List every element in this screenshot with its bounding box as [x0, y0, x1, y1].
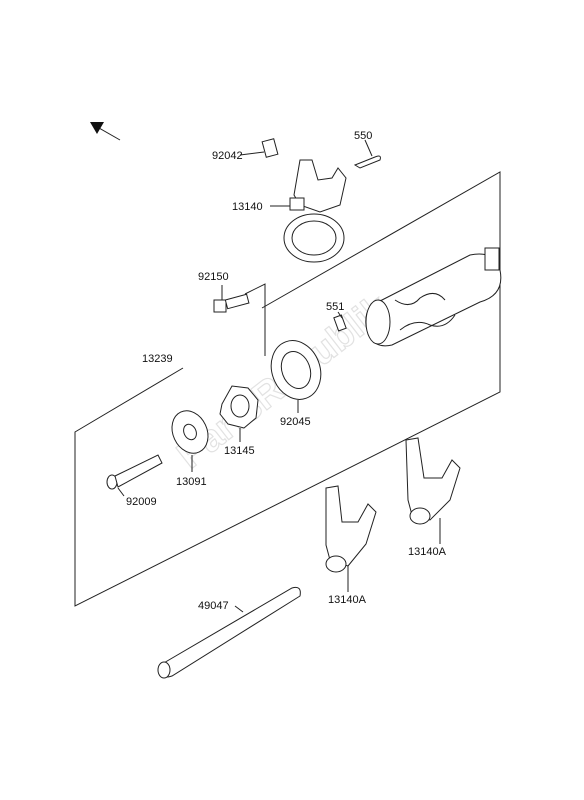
star-plate-13145	[219, 385, 259, 442]
bolt-92150	[213, 285, 250, 313]
front-direction-arrow-icon	[90, 122, 121, 141]
pin-92042	[239, 138, 279, 158]
plate-13091	[171, 410, 209, 472]
shift-fork-13140a-left	[325, 485, 377, 592]
assembly-frame	[74, 171, 501, 607]
bolt-92009	[106, 454, 163, 497]
shift-fork-13140	[270, 159, 347, 263]
label-92045: 92045	[280, 416, 311, 428]
bearing-92045	[270, 340, 322, 413]
shaft-49047	[157, 586, 301, 679]
label-13145: 13145	[224, 445, 255, 457]
label-92042: 92042	[212, 150, 243, 162]
clip-550	[353, 139, 381, 169]
pin-551	[333, 311, 347, 332]
label-13140a-left: 13140A	[328, 594, 367, 606]
label-13140: 13140	[232, 201, 263, 213]
label-550: 550	[354, 130, 372, 142]
label-13091: 13091	[176, 476, 207, 488]
label-13140a-right: 13140A	[408, 546, 447, 558]
label-13239: 13239	[142, 353, 173, 365]
label-92150: 92150	[198, 271, 229, 283]
label-49047: 49047	[198, 600, 229, 612]
label-551: 551	[326, 301, 344, 313]
label-92009: 92009	[126, 496, 157, 508]
shift-drum	[365, 247, 502, 347]
shift-fork-13140a-right	[405, 437, 461, 544]
